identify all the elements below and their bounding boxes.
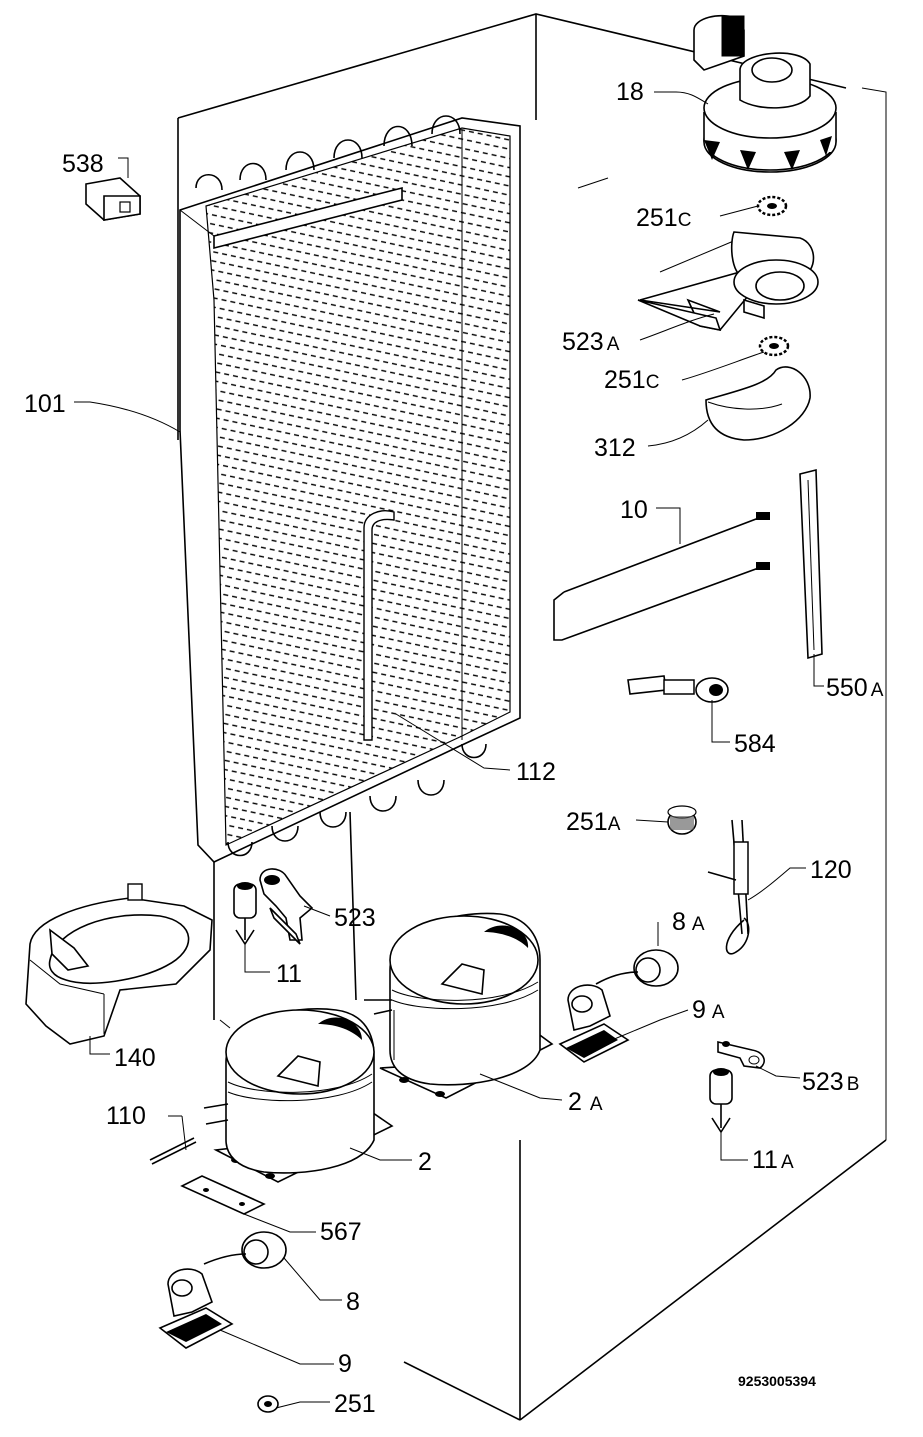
- clip-523b: [717, 1040, 765, 1069]
- label-251: 251: [334, 1390, 376, 1418]
- label-2: 2: [418, 1148, 432, 1176]
- condenser-101: [179, 115, 521, 1029]
- plate-567: [180, 1175, 266, 1215]
- drawing-code: 9253005394: [738, 1373, 816, 1389]
- label-140: 140: [114, 1044, 156, 1072]
- heater-wire-10: [553, 512, 770, 641]
- wire-harness-120: [707, 819, 750, 955]
- overload-protector-8: [203, 1231, 287, 1269]
- fan-bracket-523a: [637, 231, 819, 332]
- label-10: 10: [620, 496, 648, 524]
- label-112: 112: [516, 758, 556, 786]
- label-538: 538: [62, 150, 104, 178]
- relay-11: [233, 882, 257, 946]
- grommet-251: [257, 1395, 279, 1413]
- damper-251a: [667, 805, 697, 835]
- label-251a: 251A: [566, 808, 621, 836]
- label-312: 312: [594, 434, 636, 462]
- pipe-110: [149, 1137, 197, 1165]
- plug-538: [85, 177, 141, 221]
- label-523: 523: [334, 904, 376, 932]
- thermostat-584: [627, 675, 729, 703]
- drip-tray-140: [25, 883, 213, 1045]
- fan-cover-312: [705, 366, 811, 441]
- overload-protector-8a: [595, 949, 679, 987]
- label-110: 110: [106, 1102, 146, 1130]
- relay-holder-9a: [558, 984, 630, 1063]
- bracket-523: [259, 868, 314, 945]
- nut-251c-upper: [756, 195, 788, 217]
- label-567: 567: [320, 1218, 362, 1246]
- nut-251c-lower: [758, 335, 790, 357]
- label-8: 8: [346, 1288, 360, 1316]
- leader-lines: [74, 91, 824, 1409]
- label-251c-upper: 251C: [636, 204, 691, 232]
- label-11: 11: [276, 960, 302, 988]
- label-18: 18: [616, 78, 644, 106]
- compressor-2: [203, 1008, 394, 1183]
- label-251c-lower: 251C: [604, 366, 659, 394]
- label-120: 120: [810, 856, 852, 884]
- seal-strip-550a: [799, 468, 823, 660]
- relay-11a: [709, 1068, 733, 1134]
- fan-18: [693, 14, 837, 173]
- relay-holder-9: [158, 1268, 234, 1349]
- label-9: 9: [338, 1350, 352, 1378]
- compressor-2a: [364, 912, 554, 1099]
- label-101: 101: [24, 390, 66, 418]
- label-584: 584: [734, 730, 776, 758]
